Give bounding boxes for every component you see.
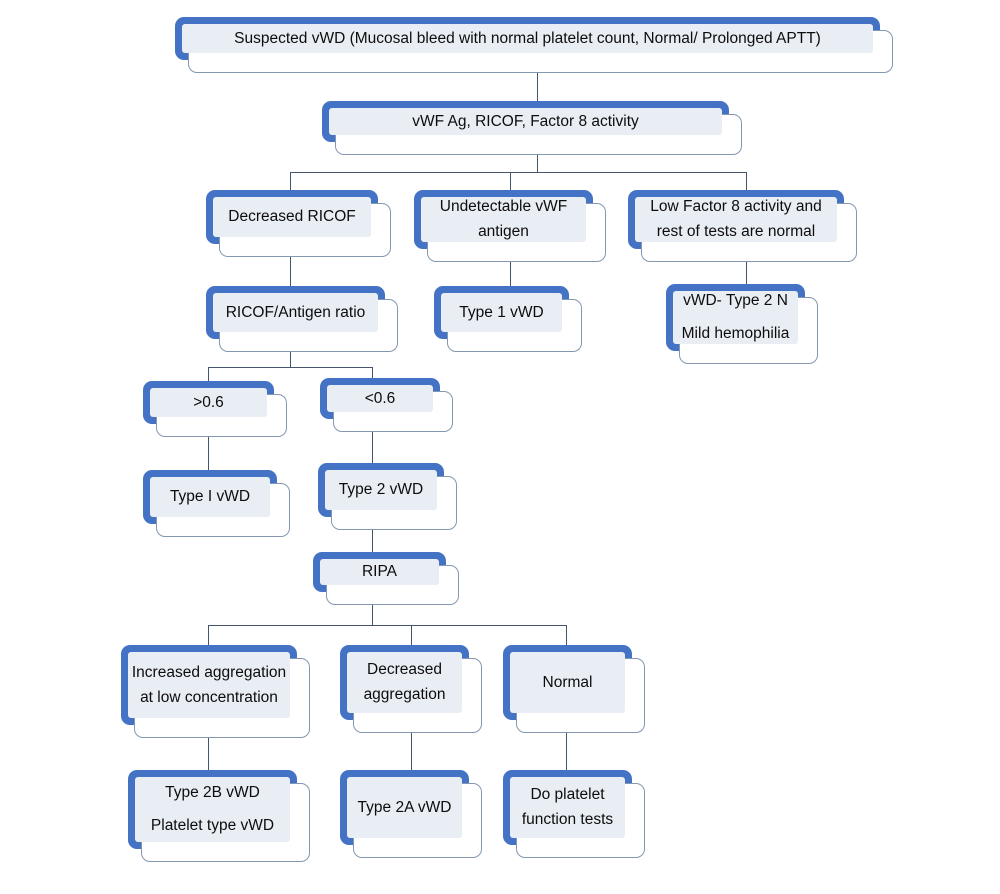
node-label-vwd-type-2n: vWD- Type 2 N Mild hemophilia bbox=[673, 291, 798, 344]
connector-increasedagg-to-type2b bbox=[208, 738, 209, 770]
connector-branch-increased-agg bbox=[208, 625, 209, 645]
node-label-type-1-vwd: Type 1 vWD bbox=[441, 293, 562, 332]
connector-normal-to-plateletfn bbox=[566, 733, 567, 770]
node-type-I-vwd[interactable]: Type I vWD bbox=[143, 470, 290, 537]
node-vwd-type-2n[interactable]: vWD- Type 2 N Mild hemophilia bbox=[666, 284, 818, 364]
node-type-2-vwd[interactable]: Type 2 vWD bbox=[318, 463, 457, 530]
node-card: Decreased RICOF bbox=[213, 197, 391, 257]
node-decreased-ricof[interactable]: Decreased RICOF bbox=[206, 190, 391, 257]
node-card: vWD- Type 2 N Mild hemophilia bbox=[673, 291, 818, 364]
connector-type2-to-ripa bbox=[372, 530, 373, 552]
node-label-do-platelet-function-tests: Do platelet function tests bbox=[510, 777, 625, 838]
connector-branch-gt06 bbox=[208, 367, 209, 383]
connector-ripa-down bbox=[372, 605, 373, 626]
node-card: Undetectable vWF antigen bbox=[421, 197, 606, 262]
node-undetectable-vwf-antigen[interactable]: Undetectable vWF antigen bbox=[414, 190, 606, 262]
node-ratio-lt-06[interactable]: <0.6 bbox=[320, 378, 453, 432]
connector-suspected-to-initial bbox=[537, 73, 538, 101]
connector-branch-undetectable-vwf bbox=[510, 172, 511, 191]
node-normal[interactable]: Normal bbox=[503, 645, 645, 733]
node-label-normal: Normal bbox=[510, 652, 625, 713]
node-card: RIPA bbox=[320, 559, 459, 605]
node-ripa[interactable]: RIPA bbox=[313, 552, 459, 605]
node-ricof-antigen-ratio[interactable]: RICOF/Antigen ratio bbox=[206, 286, 398, 352]
node-initial-tests[interactable]: vWF Ag, RICOF, Factor 8 activity bbox=[322, 101, 742, 155]
connector-gt06-to-typeI bbox=[208, 437, 209, 470]
connector-ricof-to-ratio bbox=[290, 257, 291, 286]
connector-initial-down bbox=[537, 155, 538, 173]
connector-branch-low-factor8 bbox=[746, 172, 747, 191]
node-card: Type 2B vWD Platelet type vWD bbox=[135, 777, 310, 862]
node-label-undetectable-vwf-antigen: Undetectable vWF antigen bbox=[421, 197, 586, 242]
connector-branch-decreased-ricof bbox=[290, 172, 291, 191]
node-card: vWF Ag, RICOF, Factor 8 activity bbox=[329, 108, 742, 155]
node-ratio-gt-06[interactable]: >0.6 bbox=[143, 381, 287, 437]
connector-lt06-to-type2 bbox=[372, 432, 373, 463]
node-card: Decreased aggregation bbox=[347, 652, 482, 733]
node-card: Suspected vWD (Mucosal bleed with normal… bbox=[182, 24, 893, 73]
node-label-ratio-lt-06: <0.6 bbox=[327, 385, 433, 412]
node-label-type-2-vwd: Type 2 vWD bbox=[325, 470, 437, 510]
node-card: Type 2 vWD bbox=[325, 470, 457, 530]
node-type-2b-vwd[interactable]: Type 2B vWD Platelet type vWD bbox=[128, 770, 310, 862]
connector-branch-lt06 bbox=[372, 367, 373, 383]
node-card: RICOF/Antigen ratio bbox=[213, 293, 398, 352]
node-label-initial-tests: vWF Ag, RICOF, Factor 8 activity bbox=[329, 108, 722, 135]
node-card: <0.6 bbox=[327, 385, 453, 432]
node-label-suspected-vwd: Suspected vWD (Mucosal bleed with normal… bbox=[182, 24, 873, 53]
node-suspected-vwd[interactable]: Suspected vWD (Mucosal bleed with normal… bbox=[175, 17, 893, 73]
branch-bar-ratio bbox=[208, 367, 373, 368]
node-card: Do platelet function tests bbox=[510, 777, 645, 858]
connector-branch-decreased-agg bbox=[411, 625, 412, 645]
node-label-increased-aggregation: Increased aggregation at low concentrati… bbox=[128, 652, 290, 718]
node-card: Increased aggregation at low concentrati… bbox=[128, 652, 310, 738]
node-card: Low Factor 8 activity and rest of tests … bbox=[635, 197, 857, 262]
node-label-decreased-ricof: Decreased RICOF bbox=[213, 197, 371, 237]
node-card: Normal bbox=[510, 652, 645, 733]
node-do-platelet-function-tests[interactable]: Do platelet function tests bbox=[503, 770, 645, 858]
node-decreased-aggregation[interactable]: Decreased aggregation bbox=[340, 645, 482, 733]
connector-lowfactor8-to-type2n bbox=[746, 262, 747, 284]
node-card: Type 1 vWD bbox=[441, 293, 582, 352]
node-label-type-I-vwd: Type I vWD bbox=[150, 477, 270, 517]
node-label-type-2b-vwd: Type 2B vWD Platelet type vWD bbox=[135, 777, 290, 842]
node-increased-aggregation[interactable]: Increased aggregation at low concentrati… bbox=[121, 645, 310, 738]
node-label-ripa: RIPA bbox=[320, 559, 439, 585]
node-low-factor-8[interactable]: Low Factor 8 activity and rest of tests … bbox=[628, 190, 857, 262]
node-label-low-factor-8: Low Factor 8 activity and rest of tests … bbox=[635, 197, 837, 242]
node-card: >0.6 bbox=[150, 388, 287, 437]
node-label-ricof-antigen-ratio: RICOF/Antigen ratio bbox=[213, 293, 378, 332]
node-card: Type 2A vWD bbox=[347, 777, 482, 858]
branch-bar-level2 bbox=[290, 172, 746, 173]
node-card: Type I vWD bbox=[150, 477, 290, 537]
node-label-decreased-aggregation: Decreased aggregation bbox=[347, 652, 462, 713]
node-label-type-2a-vwd: Type 2A vWD bbox=[347, 777, 462, 838]
connector-branch-normal bbox=[566, 625, 567, 645]
node-label-ratio-gt-06: >0.6 bbox=[150, 388, 267, 417]
branch-bar-ripa bbox=[208, 625, 566, 626]
node-type-1-vwd[interactable]: Type 1 vWD bbox=[434, 286, 582, 352]
connector-ratio-down bbox=[290, 352, 291, 368]
connector-undetectable-to-type1 bbox=[510, 262, 511, 286]
connector-decreasedagg-to-type2a bbox=[411, 733, 412, 770]
node-type-2a-vwd[interactable]: Type 2A vWD bbox=[340, 770, 482, 858]
